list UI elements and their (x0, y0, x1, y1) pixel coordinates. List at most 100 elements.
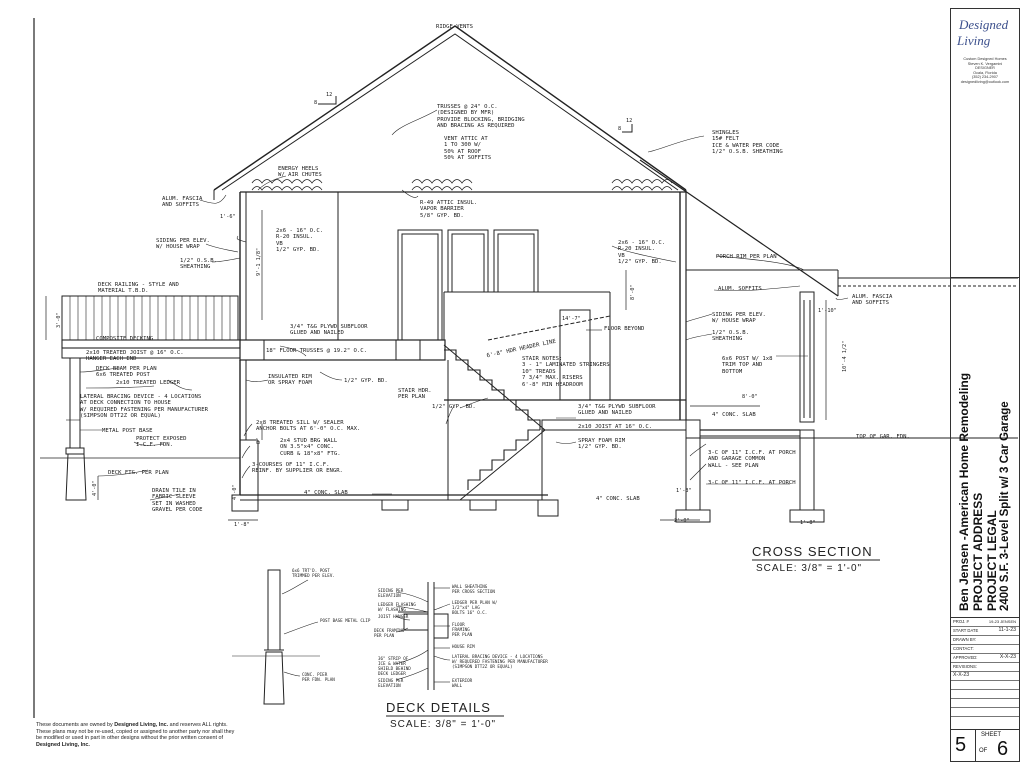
note-ridge-vents: RIDGE VENTS (436, 24, 474, 30)
note-stud-brg: 2x4 STUD BRG WALL ON 3.5"x4" CONC. CURB … (280, 438, 341, 457)
note-conc-slab-2: 4" CONC. SLAB (712, 412, 756, 418)
note-floor-beyond: FLOOR BEYOND (604, 326, 645, 332)
note-joist-2x10b: 2x10 JOIST AT 16" O.C. (578, 424, 653, 430)
note-icf-porch-common: 3-C OF 11" I.C.F. AT PORCH AND GARAGE CO… (708, 450, 796, 469)
dim-label: 8'-0" (742, 394, 758, 400)
info-row: CONTACT: (951, 644, 1019, 654)
deck-details-scale: SCALE: 3/8" = 1'-0" (390, 719, 497, 730)
deck-note-siding2: SIDING PER ELEVATION (378, 678, 404, 688)
note-deck-ftg: DECK FTG. PER PLAN (108, 470, 169, 476)
note-alum-soffits: ALUM. SOFFITS (718, 286, 762, 292)
deck-note-exterior-wall: EXTERIOR WALL (452, 678, 473, 688)
deck-details-title: DECK DETAILS (386, 700, 491, 715)
deck-note-ice-water: 36" STRIP OF ICE & WATER SHIELD BEHIND D… (378, 656, 411, 676)
note-icf-porch: 3-C OF 11" I.C.F. AT PORCH (708, 480, 796, 486)
note-ledger: 2x10 TREATED LEDGER (116, 380, 180, 386)
note-subfloor-top: 3/4" T&G PLYWD SUBFLOOR GLUED AND NAILED (290, 324, 368, 337)
attic-insulation (251, 179, 673, 191)
project-address: PROJECT ADDRESS (971, 492, 985, 611)
deck-note-ledger-plan: LEDGER PER PLAN W/ 1/2"x4" LAG BOLTS 16"… (452, 600, 498, 615)
pitch-label: 12 (626, 118, 633, 124)
project-legal: PROJECT LEGAL (985, 510, 999, 611)
note-stair-hdr: STAIR HDR. PER PLAN (398, 388, 432, 401)
sheet-number: 5 (955, 734, 967, 756)
dim-label: 1'-6" (220, 214, 236, 220)
note-alum-fascia-left: ALUM. FASCIA AND SOFFITS (162, 196, 203, 209)
info-row: APPROVED:X-X-23 (951, 653, 1019, 663)
project-title: Ben Jensen -American Home Remodeling PRO… (951, 277, 1019, 618)
dim-label: 9'-1 1/8" (256, 247, 262, 276)
note-protect: PROTECT EXPOSED I.C.F. FDN. (136, 436, 187, 449)
note-shingles: SHINGLES 15# FELT ICE & WATER PER CODE 1… (712, 130, 783, 156)
deck-note-post-base: POST BASE METAL CLIP (320, 618, 371, 623)
note-sill: 2x8 TREATED SILL W/ SEALER ANCHOR BOLTS … (256, 420, 361, 433)
designer-logo: Designed Living Custom Designed Homes St… (951, 9, 1019, 278)
note-porch-rim: PORCH RIM PER PLAN (716, 254, 777, 260)
dim-label: 1'-3" (676, 488, 692, 494)
deck-note-framing: DECK FRAMING PER PLAN (374, 628, 405, 638)
note-gyp-1: 1/2" GYP. BD. (344, 378, 388, 384)
dim-label: 8" (256, 437, 262, 444)
roof-outline (213, 25, 1018, 297)
note-insulated-rim: INSULATED RIM OR SPRAY FOAM (268, 374, 312, 387)
dim-label: 4'-0" (92, 480, 98, 496)
of-label: OF (979, 748, 988, 754)
note-siding-left: SIDING PER ELEV. W/ HOUSE WRAP (156, 238, 210, 251)
note-osb-left: 1/2" O.S.B. SHEATHING (180, 258, 218, 271)
cross-section-scale: SCALE: 3/8" = 1'-0" (756, 563, 863, 574)
dim-label: 2'-0" (674, 518, 690, 524)
sheet-label: SHEET (981, 732, 1002, 738)
deck-note-lateral: LATERAL BRACING DEVICE - 4 LOCATIONS W/ … (452, 654, 548, 669)
sheet-number-block: 5 SHEET OF 6 (951, 729, 1019, 762)
project-description: 2400 S.F. 3-Level Split w/ 3 Car Garage (999, 401, 1011, 611)
deck-note-house-rim: HOUSE RIM (452, 644, 475, 649)
logo-word-designed: Designed (959, 17, 1009, 32)
deck-note-floor-framing: FLOOR FRAMING PER PLAN (452, 622, 473, 637)
stair-upper (444, 349, 541, 430)
deck-note-joist-hanger: JOIST HANGER (378, 614, 409, 619)
info-row: REVISIONS: (951, 662, 1019, 672)
cross-section-title: CROSS SECTION (752, 544, 873, 559)
dim-label: 1'-10" (818, 308, 837, 314)
pitch-label: 12 (326, 92, 333, 98)
designer-info: Custom Designed Homes Steven K. Vergamin… (960, 57, 1010, 84)
deck-detail-post (232, 569, 320, 705)
stair-lower (467, 429, 540, 490)
dim-label: 10'-4 1/2" (842, 340, 848, 372)
note-gyp-2: 1/2" GYP. BD. (432, 404, 476, 410)
dim-label: 8'-0" (630, 284, 636, 300)
note-composite: COMPOSITE DECKING (96, 336, 154, 342)
info-row: PROJ. #19-23 JENSEN (951, 617, 1019, 627)
note-lateral: LATERAL BRACING DEVICE - 4 LOCATIONS AT … (80, 394, 208, 420)
note-subfloor-mid: 3/4" T&G PLYWD SUBFLOOR GLUED AND NAILED (578, 404, 656, 417)
dim-label: 3'-0" (56, 312, 62, 328)
note-conc-slab: 4" CONC. SLAB (304, 490, 348, 496)
dim-label: 14'-7" (562, 316, 581, 322)
note-joist-2x10: 2x10 TREATED JOIST @ 16" O.C. HANGER EAC… (86, 350, 184, 363)
dim-label: 4'-0" (232, 484, 238, 500)
deck-note-ledger-flash: LEDGER FLASHING W/ FLASHING (378, 602, 416, 612)
dim-label: 1'-8" (800, 520, 816, 526)
ownership-disclaimer: These documents are owned by Designed Li… (36, 722, 235, 748)
note-metal-post: METAL POST BASE (102, 428, 153, 434)
note-energy-heels: ENERGY HEELS W/ AIR CHUTES (278, 166, 322, 179)
info-row: DRAWN BY: (951, 635, 1019, 645)
deck-note-siding: SIDING PER ELEVATION (378, 588, 404, 598)
note-r49: R-49 ATTIC INSUL. VAPOR BARRIER 5/8" GYP… (420, 200, 478, 219)
note-top-gar: TOP OF GAR. FDN. (856, 434, 910, 440)
deck-note-post: 6x6 TRT'D. POST TRIMMED PER ELEV. (292, 568, 335, 578)
deck-note-wall-sheathing: WALL SHEATHING PER CROSS SECTION (452, 584, 495, 594)
title-block: Designed Living Custom Designed Homes St… (950, 8, 1020, 762)
note-icf3: 3-COURSES OF 11" I.C.F. REINF. BY SUPPLI… (252, 462, 343, 475)
note-deck-beam: DECK BEAM PER PLAN 6x6 TREATED POST (96, 366, 157, 379)
project-client: Ben Jensen -American Home Remodeling (957, 372, 971, 611)
note-conc-slab-3: 4" CONC. SLAB (596, 496, 640, 502)
note-spray-rim: SPRAY FOAM RIM 1/2" GYP. BD. (578, 438, 626, 451)
logo-word-living: Living (957, 33, 991, 48)
deck-note-pier: CONC. PIER PER FDN. PLAN (302, 672, 335, 682)
note-siding-right: SIDING PER ELEV. W/ HOUSE WRAP (712, 312, 766, 325)
note-trusses: TRUSSES @ 24" O.C. (DESIGNED BY MFR) PRO… (437, 104, 525, 130)
dim-label: 1'-8" (234, 522, 250, 528)
